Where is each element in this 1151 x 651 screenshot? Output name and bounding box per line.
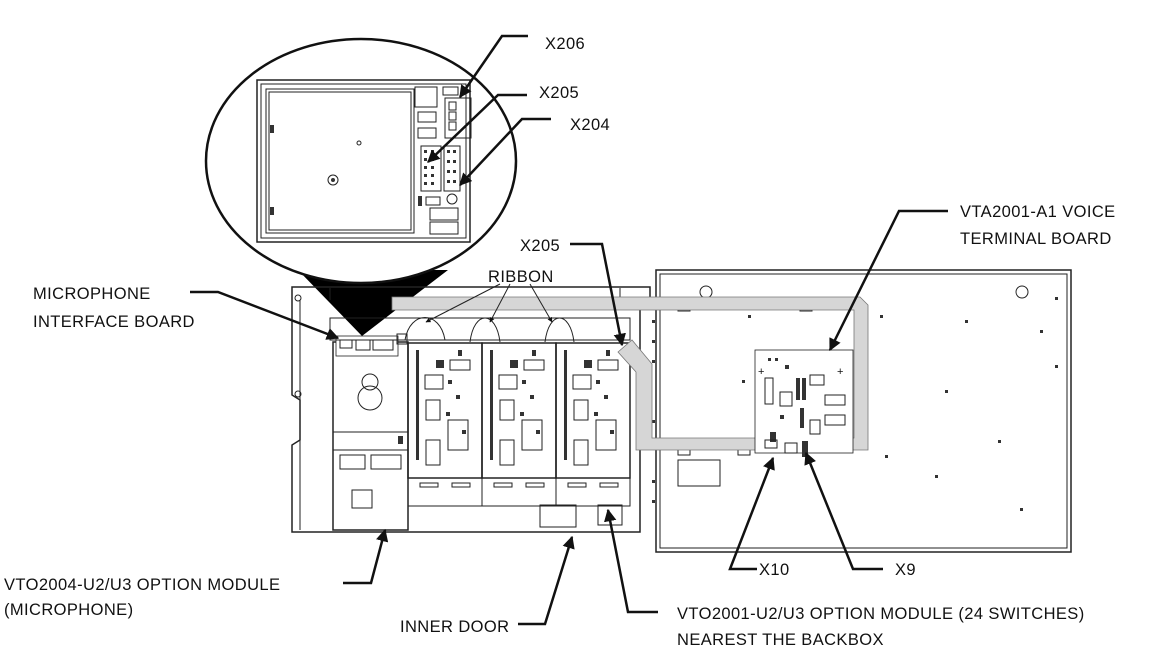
label-vto2001-line1: VTO2001-U2/U3 OPTION MODULE (24 SWITCHES…: [677, 605, 1085, 623]
leader-ribbon-1: [425, 283, 501, 323]
svg-text:+: +: [837, 366, 844, 378]
label-x205-mid: X205: [520, 237, 560, 255]
label-vta-line1: VTA2001-A1 VOICE: [960, 203, 1116, 221]
label-ribbon: RIBBON: [488, 268, 554, 286]
label-mic-line1: MICROPHONE: [33, 285, 151, 303]
leader-x206: [458, 34, 528, 99]
leader-vto2004: [343, 528, 389, 585]
leader-x205-top: [427, 93, 527, 163]
label-vto2004-line2: (MICROPHONE): [4, 601, 133, 619]
label-x9: X9: [895, 561, 916, 579]
svg-text:+: +: [758, 366, 765, 378]
ribbon-loop-3: [544, 317, 575, 343]
label-x206: X206: [545, 35, 585, 53]
option-module-1: [407, 342, 483, 507]
leader-x10: [728, 456, 775, 571]
label-x10: X10: [759, 561, 790, 579]
microphone-interface-board: [335, 333, 408, 357]
leader-x9: [804, 451, 883, 571]
leader-x204: [459, 117, 551, 186]
ribbon-loop-1: [404, 317, 446, 341]
leader-lines: [190, 34, 948, 626]
magnified-board: [256, 79, 472, 243]
label-mic-line2: INTERFACE BOARD: [33, 313, 195, 331]
inner-door: [291, 286, 651, 533]
backbox: [639, 269, 1072, 553]
leader-vta: [828, 209, 948, 352]
leader-vto2001: [604, 508, 658, 614]
label-vto2001-line2: NEAREST THE BACKBOX: [677, 631, 884, 649]
label-inner-door: INNER DOOR: [400, 618, 509, 636]
option-module-3: [555, 342, 631, 507]
labels: X206 X205 X204 VTA2001-A1 VOICE TERMINAL…: [4, 35, 1116, 649]
leader-ribbon-3: [529, 283, 553, 323]
leader-mic-board: [190, 290, 340, 340]
microphone-module: [332, 341, 409, 531]
ribbon-loop-2: [469, 317, 501, 343]
option-module-2: [481, 342, 557, 507]
option-modules: [329, 317, 631, 507]
voice-terminal-board: + +: [754, 349, 854, 457]
label-x204: X204: [570, 116, 610, 134]
leader-inner-door: [518, 535, 575, 626]
label-vta-line2: TERMINAL BOARD: [960, 230, 1112, 248]
leader-x205-mid: [570, 242, 626, 347]
label-vto2004-line1: VTO2004-U2/U3 OPTION MODULE: [4, 576, 280, 594]
label-x205-top: X205: [539, 84, 579, 102]
leader-ribbon-2: [489, 283, 511, 323]
